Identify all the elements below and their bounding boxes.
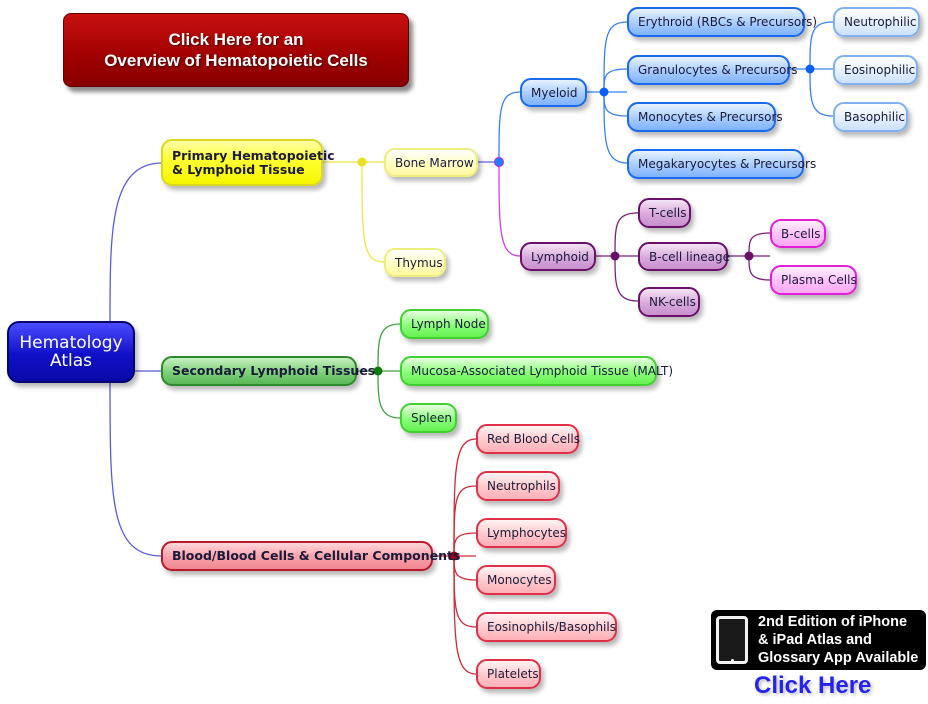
link-gran-neutro (809, 21, 834, 70)
app-promo-line-2: & iPad Atlas and (758, 632, 872, 648)
myeloid-hub-dot (599, 87, 609, 97)
link-lymphoid-t (614, 212, 639, 257)
link-root-primary (109, 162, 163, 323)
hematopoietic-overview-button[interactable]: Click Here for an Overview of Hematopoie… (63, 13, 409, 87)
node-red-blood-cells[interactable]: Red Blood Cells (476, 424, 580, 454)
link-primary-thymus (361, 161, 385, 263)
bcell-hub-dot (744, 251, 754, 261)
node-t-cells[interactable]: T-cells (638, 198, 691, 228)
link-myeloid-mega (603, 91, 628, 164)
node-platelets[interactable]: Platelets (476, 659, 541, 689)
node-monocytes-precursors[interactable]: Monocytes & Precursors (627, 102, 783, 132)
node-basophilic[interactable]: Basophilic (833, 102, 908, 132)
node-eosinophilic[interactable]: Eosinophilic (833, 55, 918, 85)
gran-hub-dot (805, 64, 815, 74)
link-blood-eos (453, 555, 477, 628)
link-myeloid-mono (603, 91, 628, 117)
node-blood-cells[interactable]: Blood/Blood Cells & Cellular Components (161, 541, 460, 571)
node-erythroid[interactable]: Erythroid (RBCs & Precursors) (627, 7, 817, 37)
link-bm-myeloid (498, 91, 521, 163)
link-lymphoid-nk (614, 255, 639, 302)
node-lymphoid[interactable]: Lymphoid (520, 242, 596, 271)
root-node-hematology-atlas[interactable]: Hematology Atlas (7, 321, 135, 383)
node-granulocytes[interactable]: Granulocytes & Precursors (627, 55, 798, 85)
link-secondary-ln (377, 323, 401, 372)
node-eosinophils-basophils[interactable]: Eosinophils/Basophils (476, 612, 617, 642)
root-line-2: Atlas (50, 351, 92, 371)
app-click-here-link[interactable]: Click Here (754, 672, 872, 699)
node-spleen[interactable]: Spleen (400, 403, 457, 433)
ipad-icon (716, 616, 748, 664)
node-megakaryocytes[interactable]: Megakaryocytes & Precursors (627, 149, 816, 179)
primary-line-2: & Lymphoid Tissue (172, 161, 305, 177)
node-neutrophils[interactable]: Neutrophils (476, 471, 560, 501)
link-secondary-spleen (377, 370, 401, 419)
node-lymphocytes[interactable]: Lymphocytes (476, 518, 567, 548)
link-root-blood (109, 381, 163, 557)
link-bcell-b (748, 232, 771, 257)
node-plasma-cells[interactable]: Plasma Cells (770, 265, 857, 295)
node-neutrophilic[interactable]: Neutrophilic (833, 7, 920, 37)
node-primary-hematopoietic[interactable]: Primary Hematopoietic & Lymphoid Tissue (161, 139, 335, 186)
link-blood-plt (453, 555, 477, 675)
banner-line-2: Overview of Hematopoietic Cells (104, 51, 368, 70)
node-b-cells[interactable]: B-cells (770, 219, 826, 248)
link-blood-neut (453, 485, 477, 557)
node-nk-cells[interactable]: NK-cells (638, 287, 700, 317)
app-promo-line-3: Glossary App Available (758, 650, 919, 666)
bm-hub-dot (494, 157, 504, 167)
link-bm-lymphoid (498, 161, 521, 257)
primary-line-1: Primary Hematopoietic (172, 147, 335, 163)
node-myeloid[interactable]: Myeloid (520, 78, 587, 107)
secondary-hub-dot (373, 366, 383, 376)
root-line-1: Hematology (19, 333, 123, 353)
primary-hub-dot (357, 157, 367, 167)
node-monocytes[interactable]: Monocytes (476, 565, 556, 595)
node-malt[interactable]: Mucosa-Associated Lymphoid Tissue (MALT) (400, 356, 673, 386)
app-promo-badge[interactable]: 2nd Edition of iPhone & iPad Atlas and G… (711, 610, 926, 670)
banner-line-1: Click Here for an (168, 30, 304, 49)
app-promo-text: 2nd Edition of iPhone & iPad Atlas and G… (758, 613, 918, 667)
link-gran-baso (809, 68, 834, 117)
node-bone-marrow[interactable]: Bone Marrow (384, 148, 478, 177)
link-myeloid-granulo (603, 68, 628, 93)
node-b-cell-lineage[interactable]: B-cell lineage (638, 242, 730, 271)
blood-hub-dot (449, 551, 459, 561)
lymphoid-hub-dot (610, 251, 620, 261)
node-secondary-lymphoid[interactable]: Secondary Lymphoid Tissues (161, 356, 375, 386)
node-thymus[interactable]: Thymus (384, 248, 446, 277)
link-bcell-plasma (748, 255, 771, 281)
app-promo-line-1: 2nd Edition of iPhone (758, 614, 908, 630)
link-myeloid-erythroid (603, 21, 628, 93)
node-lymph-node[interactable]: Lymph Node (400, 309, 489, 339)
